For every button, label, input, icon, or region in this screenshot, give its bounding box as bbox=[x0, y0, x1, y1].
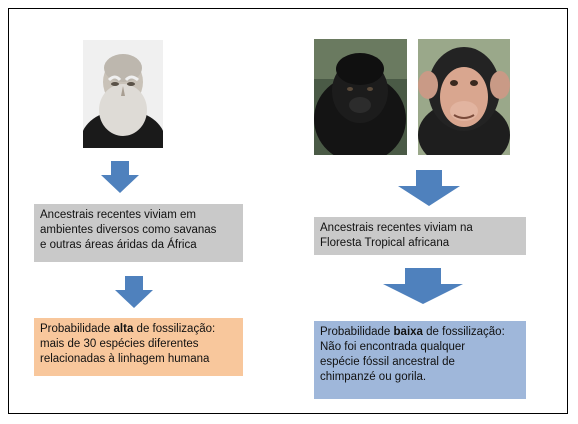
left-prob-prefix: Probabilidade bbox=[40, 323, 114, 335]
slide-frame bbox=[8, 8, 568, 414]
chimpanzee-photo bbox=[418, 39, 510, 155]
right-habitat-box: Ancestrais recentes viviam na Floresta T… bbox=[314, 217, 526, 255]
right-prob-emphasis: baixa bbox=[393, 326, 423, 338]
right-fossil-probability-box: Probabilidade baixa de fossilização: Não… bbox=[314, 321, 526, 399]
left-habitat-box: Ancestrais recentes viviam em ambientes … bbox=[34, 204, 243, 262]
right-habitat-text: Ancestrais recentes viviam na Floresta T… bbox=[320, 222, 473, 249]
darwin-portrait-photo bbox=[83, 40, 163, 148]
left-habitat-text: Ancestrais recentes viviam em ambientes … bbox=[40, 209, 217, 251]
left-prob-suffix: de fossilização: mais de 30 espécies dif… bbox=[40, 323, 216, 365]
down-arrow-icon bbox=[383, 268, 463, 304]
down-arrow-icon bbox=[398, 170, 460, 206]
down-arrow-icon bbox=[101, 161, 139, 193]
gorilla-photo bbox=[314, 39, 407, 155]
left-fossil-probability-box: Probabilidade alta de fossilização: mais… bbox=[34, 318, 243, 376]
down-arrow-icon bbox=[115, 276, 153, 308]
right-prob-prefix: Probabilidade bbox=[320, 326, 394, 338]
right-prob-suffix: de fossilização: Não foi encontrada qual… bbox=[320, 326, 505, 383]
left-prob-emphasis: alta bbox=[113, 323, 134, 335]
